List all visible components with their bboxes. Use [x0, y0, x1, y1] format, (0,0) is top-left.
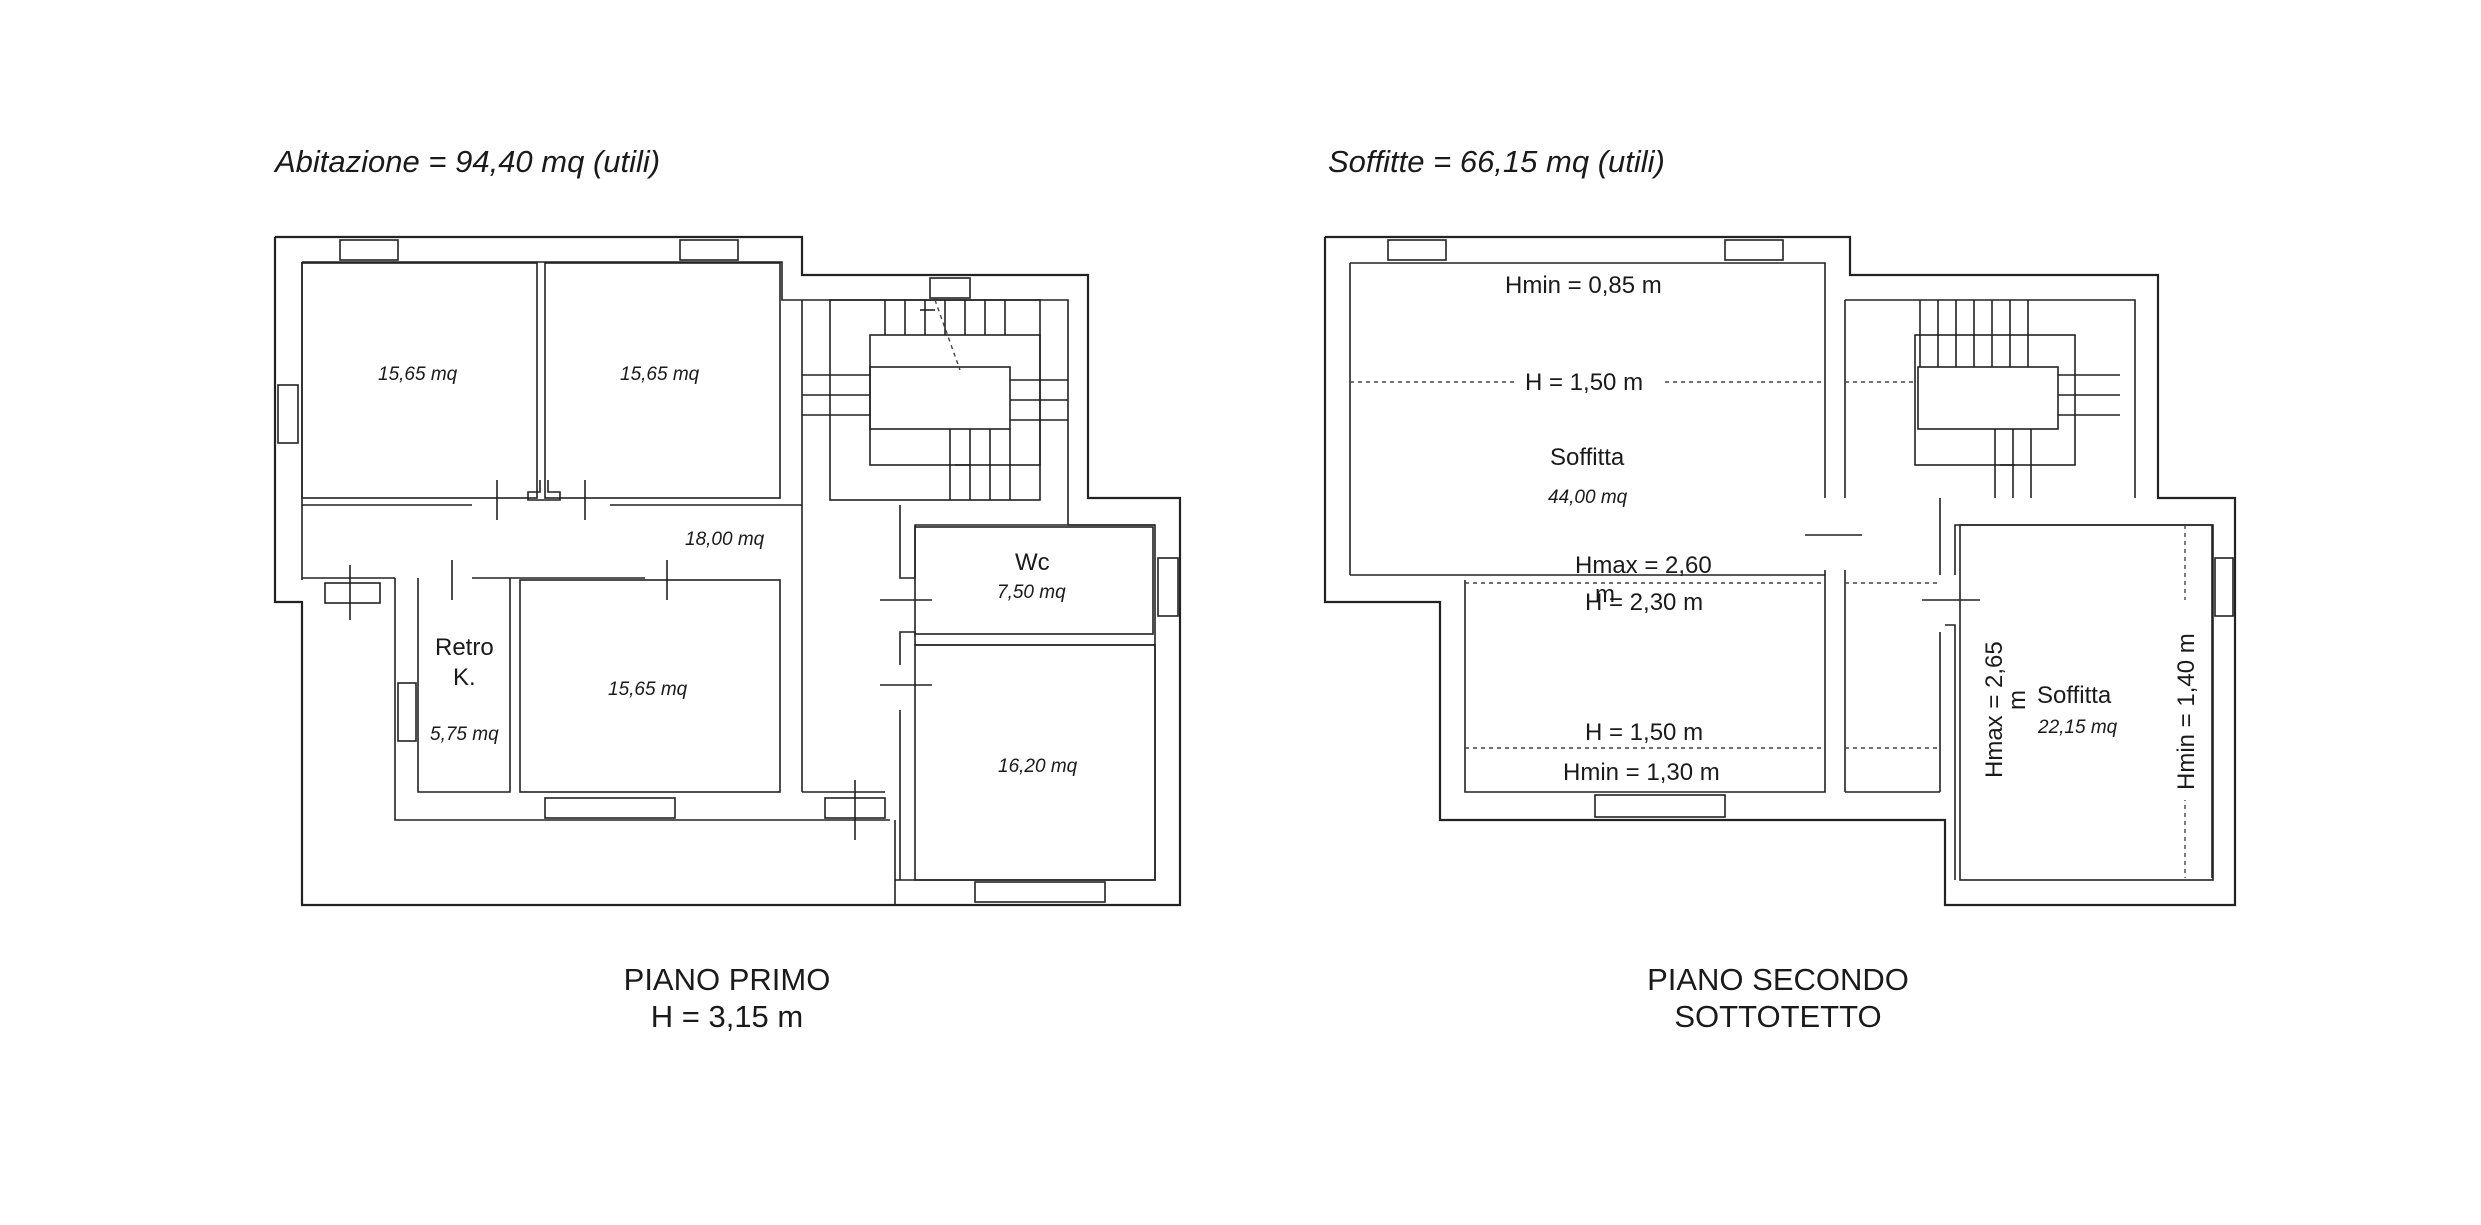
label-hmax-mid: Hmax = 2,60 — [1575, 552, 1712, 579]
label-retro: Retro — [435, 634, 494, 661]
area-retro: 5,75 mq — [430, 724, 499, 745]
label-hmax-vertical-unit: m — [2004, 690, 2031, 710]
window — [679, 239, 739, 261]
label-hmin-low: Hmin = 1,30 m — [1563, 759, 1720, 786]
window — [2214, 557, 2234, 617]
area-wc: 7,50 mq — [997, 582, 1066, 603]
area-room-n: 15,65 mq — [620, 364, 700, 385]
label-soffitta-main: Soffitta — [1550, 444, 1625, 471]
area-corridor: 18,00 mq — [685, 529, 765, 550]
window — [1594, 794, 1726, 818]
room-se — [914, 644, 1156, 881]
label-wc: Wc — [1015, 549, 1050, 576]
label-hmin-vertical: Hmin = 1,40 m — [2173, 633, 2200, 790]
staircase-left — [802, 299, 1068, 501]
window — [277, 384, 299, 444]
area-room-se: 16,20 mq — [998, 756, 1078, 777]
label-soffitta-small: Soffitta — [2037, 682, 2112, 709]
window — [397, 682, 417, 742]
caption-piano-primo: PIANO PRIMO — [624, 962, 831, 997]
window — [1724, 239, 1784, 261]
header-abitazione: Abitazione = 94,40 mq (utili) — [273, 144, 660, 179]
caption-piano-secondo: PIANO SECONDO — [1647, 962, 1909, 997]
label-h-top: H = 1,50 m — [1525, 369, 1643, 396]
staircase-right — [1845, 299, 2136, 498]
room-n — [544, 262, 781, 499]
window — [929, 277, 971, 299]
label-h-low: H = 1,50 m — [1585, 719, 1703, 746]
window — [974, 881, 1106, 903]
label-h-mid: H = 2,30 m — [1585, 589, 1703, 616]
area-soffitta-small: 22,15 mq — [2037, 717, 2118, 738]
label-hmax-vertical: Hmax = 2,65 — [1981, 641, 2008, 778]
caption-piano-primo-height: H = 3,15 m — [651, 999, 804, 1034]
retro-kitchen — [417, 578, 511, 793]
piano-secondo-plan: Hmin = 0,85 m H = 1,50 m Soffitta 44,00 … — [1323, 235, 2237, 1034]
window — [339, 239, 399, 261]
header-soffitte: Soffitte = 66,15 mq (utili) — [1328, 144, 1665, 179]
outer-wall-attic — [1323, 235, 2237, 907]
piano-primo-plan: 15,65 mq 15,65 mq 18,00 mq Retro K. 5,75… — [273, 235, 1182, 1034]
label-hmax-mid-unit: m — [1595, 581, 1615, 608]
area-room-nw: 15,65 mq — [378, 364, 458, 385]
soffitta-small — [1959, 524, 2214, 881]
window — [544, 797, 676, 819]
window — [1157, 557, 1179, 617]
window — [1387, 239, 1447, 261]
room-nw — [301, 262, 538, 499]
caption-sottotetto: SOTTOTETTO — [1674, 999, 1881, 1034]
room-sw — [519, 579, 781, 793]
area-soffitta-main: 44,00 mq — [1548, 487, 1628, 508]
soffitta-main — [1350, 262, 1826, 498]
label-retro-k: K. — [453, 664, 476, 691]
area-room-sw: 15,65 mq — [608, 679, 688, 700]
outer-wall — [273, 235, 1182, 907]
label-hmin-top: Hmin = 0,85 m — [1505, 272, 1662, 299]
window — [324, 582, 381, 604]
